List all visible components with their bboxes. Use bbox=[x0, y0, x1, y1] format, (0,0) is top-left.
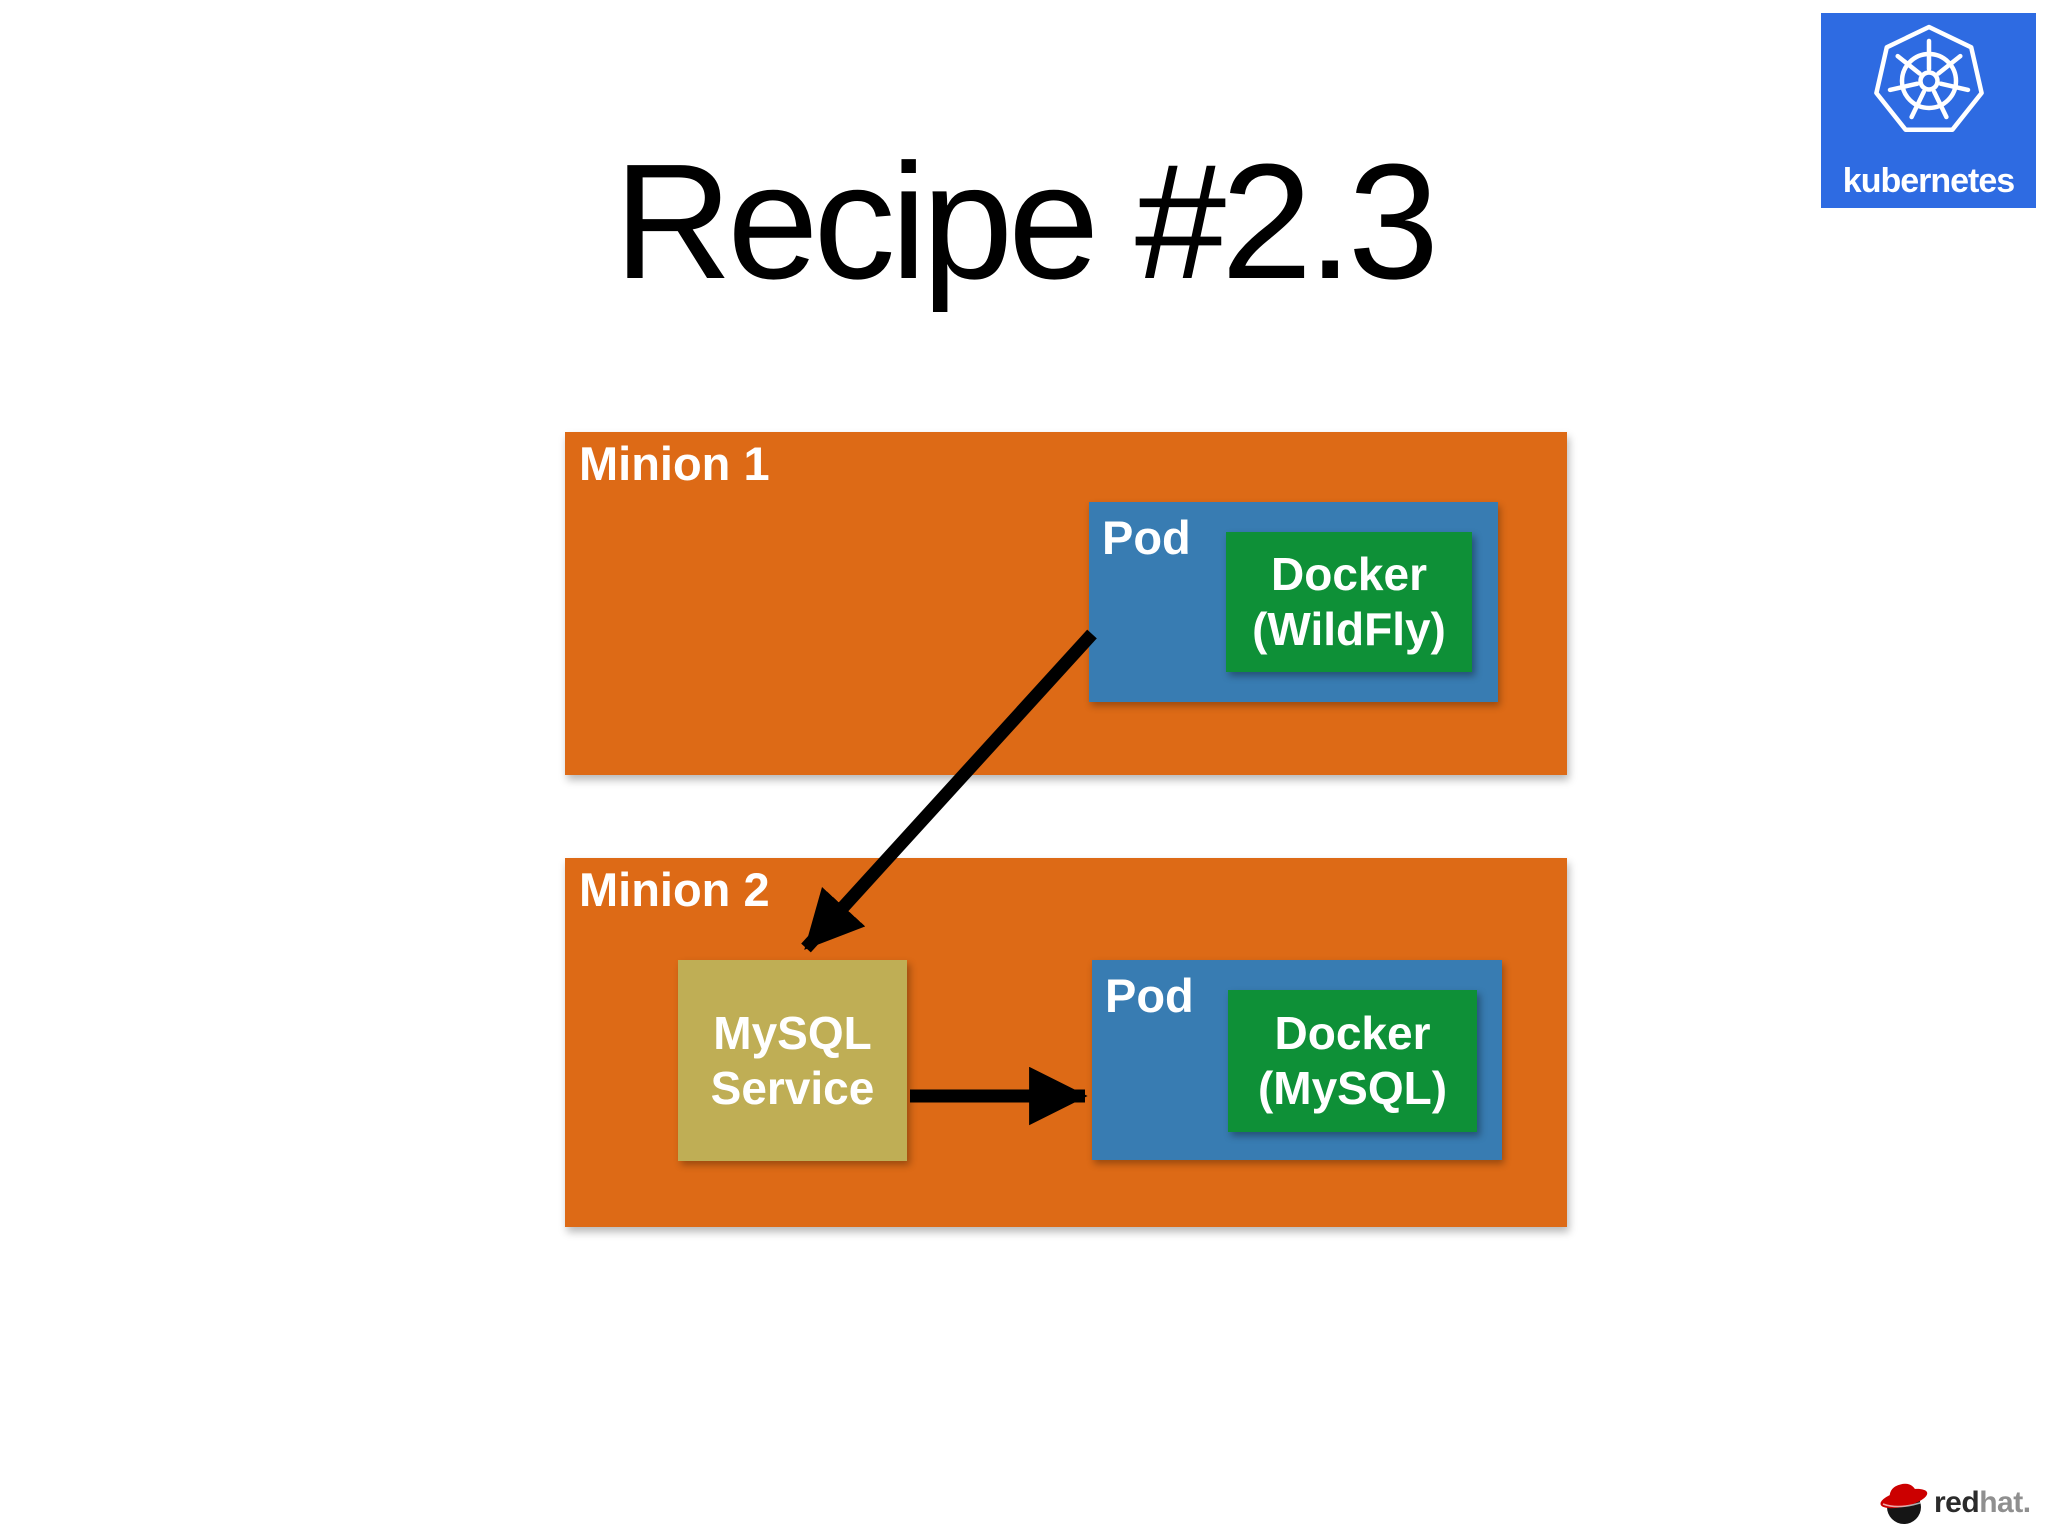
docker-wildfly-label-line1: Docker bbox=[1271, 548, 1427, 600]
slide-title: Recipe #2.3 bbox=[613, 130, 1439, 313]
pod-1-label: Pod bbox=[1102, 511, 1191, 564]
redhat-wordmark-red: red bbox=[1934, 1486, 1980, 1519]
minion-1-box: Minion 1 Pod Docker (WildFly) bbox=[565, 432, 1567, 775]
docker-wildfly-label-line2: (WildFly) bbox=[1252, 603, 1446, 655]
pod-2-label: Pod bbox=[1105, 969, 1194, 1022]
minion-2-label: Minion 2 bbox=[579, 863, 770, 916]
docker-wildfly-box: Docker (WildFly) bbox=[1226, 532, 1472, 672]
docker-mysql-label-line2: (MySQL) bbox=[1257, 1062, 1448, 1114]
docker-mysql-box: Docker (MySQL) bbox=[1228, 990, 1477, 1132]
kubernetes-helm-icon bbox=[1874, 24, 1984, 132]
minion-2-box: Minion 2 MySQL Service Pod Docker (MySQL… bbox=[565, 858, 1567, 1227]
docker-mysql-label-line1: Docker bbox=[1274, 1007, 1431, 1059]
pod-1-box: Pod Docker (WildFly) bbox=[1089, 502, 1498, 702]
redhat-wordmark-hat: hat. bbox=[1979, 1486, 2031, 1519]
redhat-hat-icon bbox=[1880, 1483, 1928, 1524]
pod-2-box: Pod Docker (MySQL) bbox=[1092, 960, 1502, 1160]
mysql-service-label-line2: Service bbox=[710, 1061, 875, 1114]
kubernetes-wordmark: kubernetes bbox=[1842, 162, 2015, 200]
mysql-service-box: MySQL Service bbox=[678, 960, 907, 1161]
mysql-service-label-line1: MySQL bbox=[713, 1006, 872, 1059]
kubernetes-logo: kubernetes bbox=[1821, 13, 2036, 208]
minion-1-label: Minion 1 bbox=[579, 437, 770, 490]
